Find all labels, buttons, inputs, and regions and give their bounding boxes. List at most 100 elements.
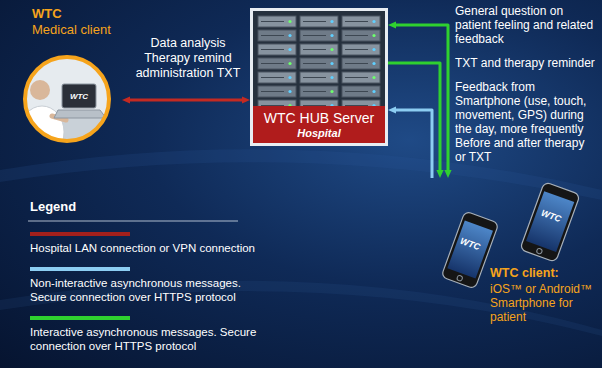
rack-slot — [345, 21, 368, 22]
rack-unit — [300, 44, 338, 55]
arrowhead — [436, 170, 443, 178]
doctor-head — [30, 80, 50, 100]
rack-light — [372, 48, 375, 51]
message-label: TXT and therapy reminder — [455, 56, 598, 70]
legend-underline — [28, 221, 238, 222]
hub-server-box: WTC HUB ServerHospital — [250, 8, 388, 146]
rack-slot — [261, 35, 284, 36]
rack-light — [372, 90, 375, 93]
rack-light — [288, 76, 291, 79]
rack-slot — [303, 35, 326, 36]
rack-unit — [342, 86, 380, 97]
rack-light — [372, 62, 375, 65]
message-label: General question on patient feeling and … — [455, 4, 598, 46]
laptop-screen — [62, 84, 96, 108]
circle-ring — [25, 57, 109, 141]
rack-unit — [258, 16, 296, 27]
phone-body — [520, 182, 580, 263]
server-frame — [252, 10, 387, 145]
photo-ground — [22, 54, 112, 144]
brand-heading: WTC — [32, 6, 62, 22]
rack-light — [330, 62, 333, 65]
rack-slot — [303, 49, 326, 50]
connector-arrow — [122, 96, 250, 103]
rack-light — [372, 20, 375, 23]
screen-logo: WTC — [70, 92, 88, 101]
legend-line-swatch — [30, 316, 130, 320]
arrowhead — [122, 96, 130, 103]
rack-slot — [303, 63, 326, 64]
arrowhead — [388, 21, 396, 28]
rack-unit — [258, 72, 296, 83]
client-description: iOS™ or Android™ Smartphone for patient — [490, 282, 598, 324]
rack-light — [372, 76, 375, 79]
rack-unit — [258, 44, 296, 55]
arrowhead — [444, 170, 451, 178]
rack-slot — [345, 63, 368, 64]
connector-arrow — [388, 106, 432, 178]
connector-line — [128, 99, 244, 102]
rack-unit — [300, 58, 338, 69]
light-streak — [0, 149, 602, 200]
legend-text: Interactive asynchronous messages. Secur… — [30, 325, 266, 353]
rack-light — [330, 76, 333, 79]
rack-unit — [342, 44, 380, 55]
server-title: WTC HUB Server — [264, 110, 374, 127]
smartphone — [520, 182, 580, 263]
rack-slot — [303, 91, 326, 92]
rack-light — [288, 62, 291, 65]
rack-slot — [345, 35, 368, 36]
client-heading: Medical client — [32, 22, 111, 38]
rack-unit — [300, 86, 338, 97]
rack-slot — [303, 77, 326, 78]
photo — [22, 54, 112, 144]
connector-line — [394, 110, 432, 178]
rack-unit — [300, 16, 338, 27]
rack-unit — [342, 72, 380, 83]
arrowhead — [242, 96, 250, 103]
connector-arrow — [388, 21, 452, 178]
server-subtitle: Hospital — [297, 127, 340, 140]
message-label: Feedback from Smartphone (use, touch, mo… — [455, 80, 598, 164]
rack-unit — [258, 58, 296, 69]
legend-text: Non-interactive asynchronous messages. S… — [30, 276, 266, 304]
rack-slot — [345, 77, 368, 78]
rack-slot — [261, 49, 284, 50]
rack-unit — [258, 30, 296, 41]
rack-unit — [342, 58, 380, 69]
rack-light — [372, 34, 375, 37]
legend-heading: Legend — [30, 199, 76, 214]
legend-line-swatch — [30, 267, 130, 271]
connection-label: Data analysis Therapy remind administrat… — [130, 36, 246, 81]
rack-slot — [345, 49, 368, 50]
rack-light — [288, 90, 291, 93]
rack-light — [330, 90, 333, 93]
rack-unit — [300, 72, 338, 83]
rack-slot — [261, 77, 284, 78]
legend-line-swatch — [30, 232, 130, 236]
phone-screen — [447, 220, 493, 278]
medical-client-circle: WTCMedical clientWTC — [18, 6, 122, 144]
doctor-illustration — [22, 54, 112, 144]
rack-unit — [300, 30, 338, 41]
home-button — [456, 275, 463, 282]
rack-slot — [345, 91, 368, 92]
home-button — [536, 248, 543, 255]
rack-light — [330, 48, 333, 51]
rack-slot — [303, 21, 326, 22]
rack-light — [288, 20, 291, 23]
rack-light — [330, 20, 333, 23]
legend-text: Hospital LAN connection or VPN connectio… — [30, 241, 266, 255]
rack-light — [330, 34, 333, 37]
connector-arrow — [388, 63, 444, 178]
rack-unit — [342, 30, 380, 41]
laptop-base — [54, 110, 106, 118]
arrowhead — [388, 106, 396, 113]
phone-screen — [526, 191, 574, 252]
rack-unit — [258, 86, 296, 97]
rack-light — [288, 48, 291, 51]
rack-slot — [261, 63, 284, 64]
client-heading: WTC client: — [490, 266, 598, 281]
rack-slot — [261, 21, 284, 22]
smartphone-client: WTC client:iOS™ or Android™ Smartphone f… — [425, 178, 600, 333]
